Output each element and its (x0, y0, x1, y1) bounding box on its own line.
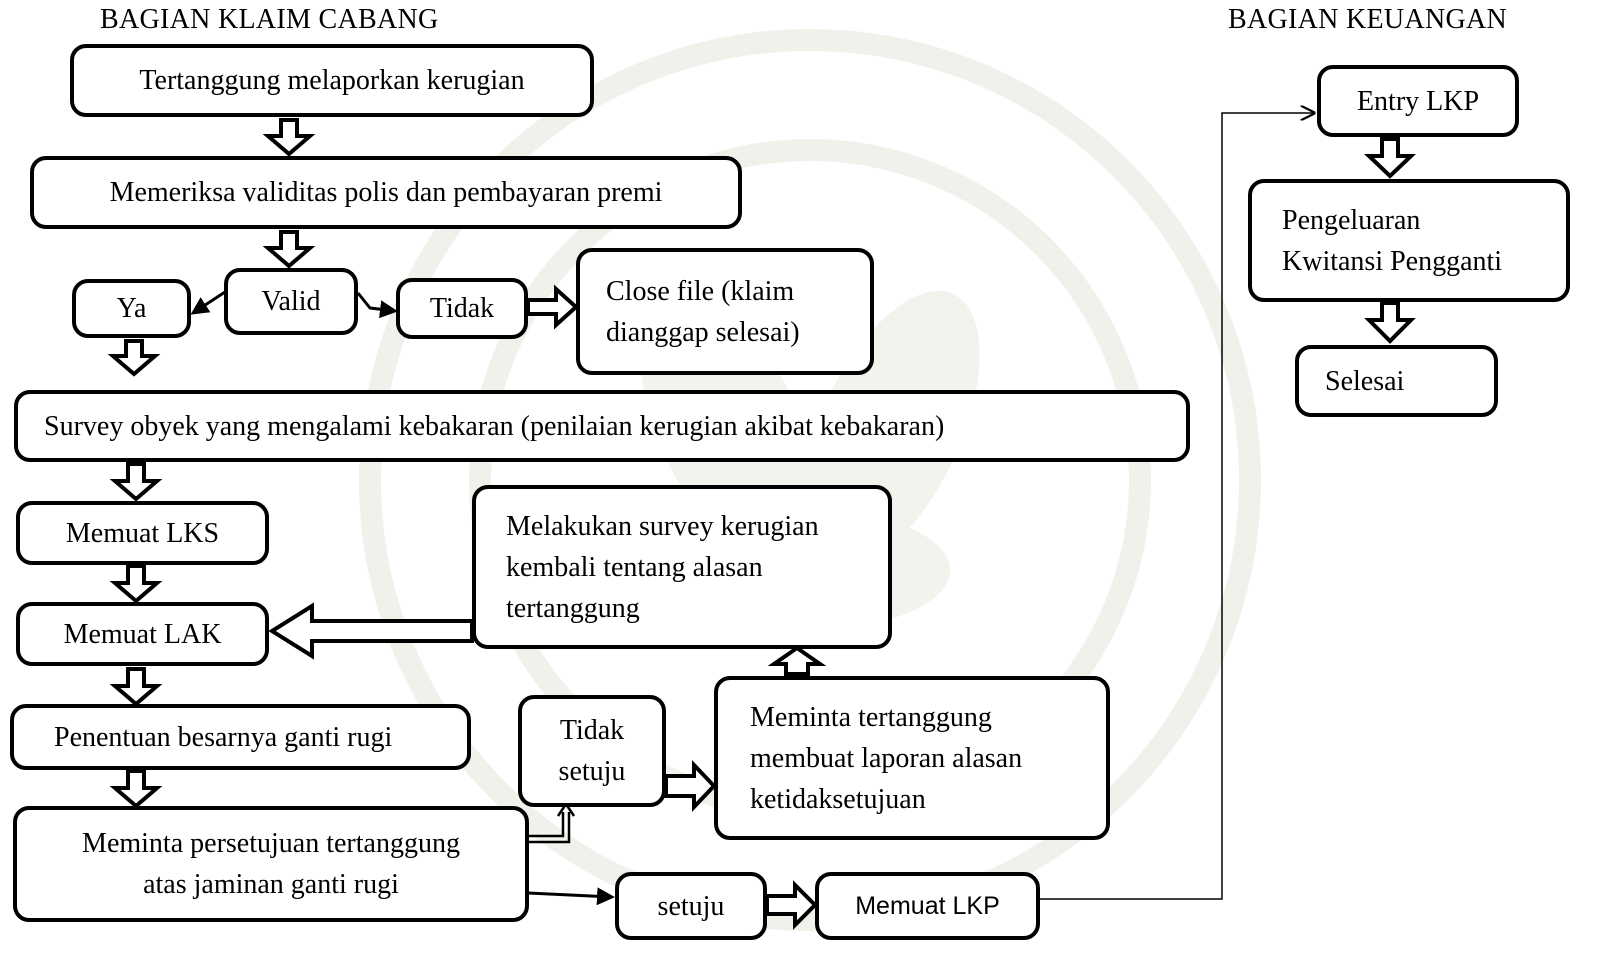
node-memuat-lkp: Memuat LKP (815, 872, 1040, 940)
node-ya: Ya (72, 279, 191, 338)
node-pengeluaran-kwitansi: Pengeluaran Kwitansi Pengganti (1248, 179, 1570, 302)
node-setuju: setuju (615, 872, 767, 940)
block-arrow-down (107, 339, 161, 377)
node-meminta-persetujuan: Meminta persetujuan tertanggung atas jam… (13, 806, 529, 922)
block-arrow-left (268, 602, 474, 660)
node-close-file: Close file (klaim dianggap selesai) (576, 248, 874, 375)
arrow-persetujuan-to-setuju (527, 887, 615, 906)
block-arrow-right (526, 284, 579, 330)
node-penentuan-ganti-rugi: Penentuan besarnya ganti rugi (10, 704, 471, 770)
block-arrow-down (109, 667, 163, 707)
block-arrow-down (262, 118, 316, 157)
node-tidak-setuju: Tidak setuju (518, 695, 666, 807)
block-arrow-down (262, 230, 316, 269)
node-memuat-lks: Memuat LKS (16, 501, 269, 565)
node-tertanggung-melaporkan: Tertanggung melaporkan kerugian (70, 44, 594, 117)
lane-title-klaim-cabang: BAGIAN KLAIM CABANG (100, 4, 439, 35)
block-arrow-down (109, 769, 163, 809)
node-memeriksa-validitas: Memeriksa validitas polis dan pembayaran… (30, 156, 742, 229)
node-tidak: Tidak (396, 278, 528, 339)
arrow-valid-to-tidak (356, 292, 398, 319)
node-survey-obyek: Survey obyek yang mengalami kebakaran (p… (14, 390, 1190, 462)
node-entry-lkp: Entry LKP (1317, 65, 1519, 137)
double-arrow-to-tidak-setuju (528, 812, 571, 844)
arrow-lkp-to-entry-lkp (1040, 113, 1314, 900)
block-arrow-up (767, 645, 827, 676)
block-arrow-right (765, 880, 818, 930)
block-arrow-down (1364, 301, 1416, 344)
node-memuat-lak: Memuat LAK (16, 602, 269, 666)
block-arrow-down (109, 564, 163, 604)
node-meminta-laporan: Meminta tertanggung membuat laporan alas… (714, 676, 1110, 840)
block-arrow-right (664, 760, 717, 812)
block-arrow-down (1364, 137, 1416, 179)
lane-title-keuangan: BAGIAN KEUANGAN (1228, 4, 1508, 35)
node-survey-kembali: Melakukan survey kerugian kembali tentan… (472, 485, 892, 649)
node-selesai: Selesai (1295, 345, 1498, 417)
block-arrow-down (109, 462, 163, 502)
arrow-valid-to-ya (190, 290, 226, 315)
node-valid: Valid (224, 268, 358, 335)
